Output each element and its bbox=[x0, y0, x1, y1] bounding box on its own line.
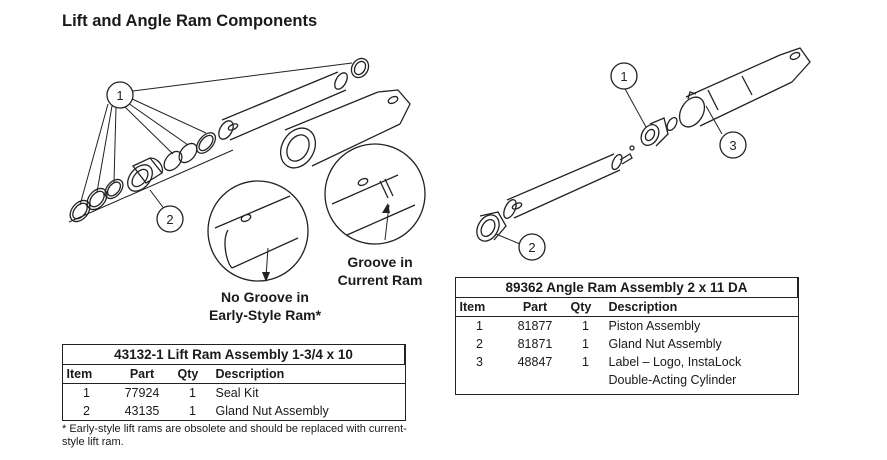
balloon-lift-1: 1 bbox=[116, 88, 123, 103]
balloon-lift-2: 2 bbox=[166, 212, 173, 227]
callout-no-groove: No Groove in Early-Style Ram* bbox=[208, 289, 322, 323]
col-qty: Qty bbox=[173, 364, 212, 384]
table-row: 1 77924 1 Seal Kit bbox=[83, 386, 259, 400]
page-title: Lift and Angle Ram Components bbox=[62, 12, 318, 30]
balloon-angle-1: 1 bbox=[620, 69, 627, 84]
table-row: 3 48847 1 Label – Logo, InstaLock Double… bbox=[476, 355, 742, 387]
table-row: 2 43135 1 Gland Nut Assembly bbox=[83, 404, 329, 418]
col-item: Item bbox=[62, 364, 111, 384]
col-part: Part bbox=[110, 364, 174, 384]
balloon-angle-2: 2 bbox=[528, 240, 535, 255]
piston-rod-lift bbox=[218, 57, 370, 141]
angle-ram-table: 89362 Angle Ram Assembly 2 x 11 DA Item … bbox=[455, 277, 798, 389]
table-row: 1 81877 1 Piston Assembly bbox=[476, 319, 701, 333]
angle-table-caption: 89362 Angle Ram Assembly 2 x 11 DA bbox=[455, 277, 798, 298]
col-description: Description bbox=[211, 364, 405, 384]
cylinder-barrel-lift bbox=[279, 89, 411, 169]
detail-no-groove bbox=[207, 180, 309, 282]
table-row: 2 81871 1 Gland Nut Assembly bbox=[476, 337, 722, 351]
balloon-angle-3: 3 bbox=[729, 138, 736, 153]
seal-rings bbox=[69, 132, 217, 223]
piston-rod-angle bbox=[503, 153, 633, 219]
lift-ram-table: 43132-1 Lift Ram Assembly 1-3/4 x 10 Ite… bbox=[62, 344, 405, 420]
detail-groove bbox=[324, 143, 426, 245]
col-part: Part bbox=[503, 297, 567, 317]
lift-table-border bbox=[62, 344, 406, 421]
lift-table-caption: 43132-1 Lift Ram Assembly 1-3/4 x 10 bbox=[62, 344, 405, 365]
col-description: Description bbox=[604, 297, 798, 317]
callout-groove: Groove in Current Ram bbox=[337, 254, 423, 288]
cylinder-barrel-angle bbox=[678, 47, 811, 128]
col-qty: Qty bbox=[566, 297, 605, 317]
footnote: * Early-style lift rams are obsolete and… bbox=[62, 423, 407, 448]
piston-assembly-angle bbox=[629, 116, 678, 151]
angle-table-border bbox=[455, 277, 799, 395]
col-item: Item bbox=[455, 297, 504, 317]
gland-nut-lift bbox=[127, 157, 164, 192]
gland-nut-angle bbox=[476, 211, 507, 242]
